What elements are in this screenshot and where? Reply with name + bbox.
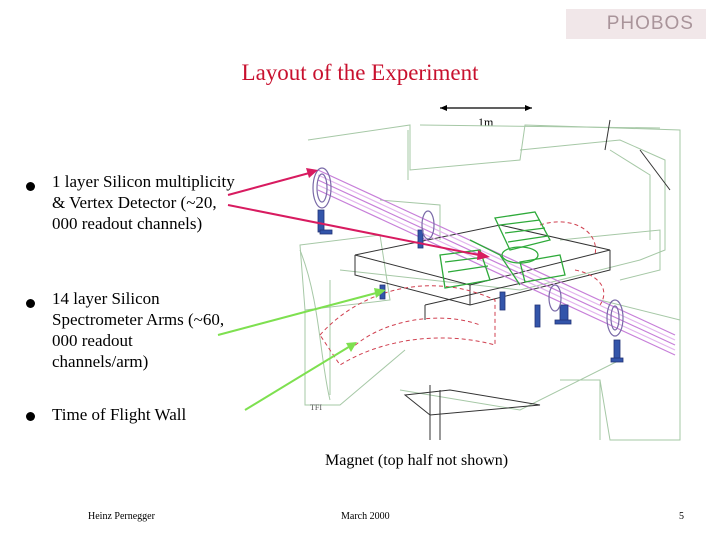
logo-text: PHOBOS bbox=[606, 13, 694, 34]
red-arrow-upper bbox=[227, 171, 314, 196]
magnet-caption: Magnet (top half not shown) bbox=[325, 452, 509, 469]
phobos-logo: PHOBOS bbox=[566, 9, 706, 39]
footer-date: March 2000 bbox=[341, 511, 390, 522]
platform-lines bbox=[354, 119, 671, 440]
bullet-text-1: 1 layer Silicon multiplicity & Vertex De… bbox=[52, 172, 235, 233]
pointer-arrows bbox=[217, 168, 490, 411]
bullet-dot-3 bbox=[26, 412, 35, 421]
magnet-structure bbox=[299, 124, 681, 441]
footer-page-number: 5 bbox=[679, 511, 684, 522]
bullet-dot-1 bbox=[26, 182, 35, 191]
end-cap-discs bbox=[312, 167, 624, 337]
slide-title: Layout of the Experiment bbox=[241, 60, 479, 85]
red-arrow-lower bbox=[227, 204, 485, 257]
footer-author: Heinz Pernegger bbox=[88, 511, 155, 522]
green-arrow-tof bbox=[244, 344, 353, 411]
bullet-text-2: 14 layer Silicon Spectrometer Arms (~60,… bbox=[52, 289, 225, 371]
drawing-tag: TFI bbox=[310, 403, 322, 412]
green-arrow-spectrometer bbox=[217, 291, 381, 336]
beam-pipe bbox=[317, 169, 676, 356]
scale-label: 1m bbox=[478, 115, 494, 129]
magnet-outline-dashed bbox=[319, 221, 605, 366]
bullet-text-3: Time of Flight Wall bbox=[52, 405, 187, 424]
bullet-dot-2 bbox=[26, 299, 35, 308]
